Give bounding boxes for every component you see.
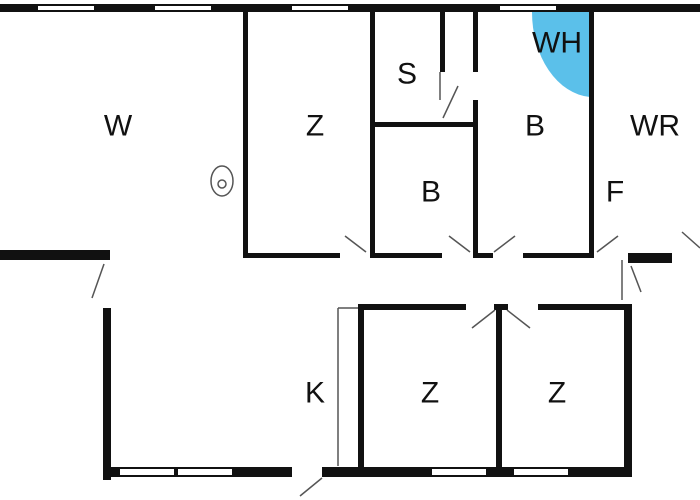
door-bedroom-right-swing: [506, 309, 531, 329]
wall-bedroom-top-b: [494, 304, 508, 310]
wall-bedroom-top-a: [358, 304, 466, 310]
wall-s-right-a: [440, 12, 445, 72]
door-s-swing: [442, 85, 459, 119]
room-label-living: W: [104, 110, 133, 143]
window-top-3: [292, 6, 348, 10]
wall-kitchen-left: [103, 308, 111, 480]
wall-bedroom-top-c: [538, 304, 632, 310]
room-labels: W Z S B B WH WR F K Z Z: [104, 27, 680, 410]
door-entrance-swing: [299, 477, 323, 497]
wall-living-right: [243, 12, 248, 258]
wall-upper-corridor-b: [370, 253, 442, 258]
window-bottom-2: [178, 469, 232, 475]
room-label-bedroom-top: Z: [306, 110, 324, 143]
wall-upper-corridor-e: [628, 253, 672, 263]
wall-living-bottom: [0, 250, 110, 260]
window-bottom-3: [432, 469, 486, 475]
room-label-storage: S: [397, 58, 417, 91]
door-bedroom-left-swing: [471, 309, 496, 329]
wall-bedroom-mid: [496, 304, 502, 472]
wall-s-bottom: [370, 122, 478, 127]
wall-upper-corridor-a: [243, 253, 340, 258]
window-bottom-4: [514, 469, 568, 475]
stove-icon: [210, 165, 234, 197]
window-top-2: [155, 6, 211, 10]
window-top-4: [500, 6, 556, 10]
wall-z-right: [370, 12, 375, 258]
room-label-water-heater: WH: [532, 27, 582, 60]
door-z-top-swing: [344, 235, 367, 253]
wall-wr-left: [589, 12, 594, 258]
door-living-swing: [91, 263, 105, 299]
windows: [38, 6, 568, 478]
walls: [0, 4, 700, 480]
room-label-bedroom-bottom-right: Z: [548, 377, 566, 410]
door-outside-right-swing: [681, 231, 700, 249]
wall-bottom: [103, 467, 632, 477]
door-wr-swing: [596, 235, 619, 253]
water-heater-icon: [531, 12, 590, 97]
wall-upper-corridor-d: [523, 253, 593, 258]
door-b-large-swing: [493, 235, 516, 253]
wall-b-left: [473, 100, 478, 258]
door-outside-right-swing-b: [630, 265, 642, 293]
window-bottom-1: [120, 469, 174, 475]
doors: [91, 72, 700, 497]
door-b-small-swing: [448, 235, 471, 253]
room-label-kitchen: K: [305, 377, 325, 410]
window-top-1: [38, 6, 94, 10]
wall-upper-corridor-c: [473, 253, 493, 258]
room-label-bathroom-large: B: [525, 110, 545, 143]
room-label-utility: WR: [630, 110, 680, 143]
room-label-bathroom-small: B: [421, 176, 441, 209]
wall-bedroom-left: [358, 304, 364, 472]
wall-top: [0, 4, 700, 12]
room-label-bedroom-bottom-left: Z: [421, 377, 439, 410]
wall-s-right-b: [473, 12, 478, 72]
wall-lower-right: [624, 304, 632, 477]
doorway-entrance: [292, 466, 322, 478]
room-label-fridge: F: [606, 176, 624, 209]
